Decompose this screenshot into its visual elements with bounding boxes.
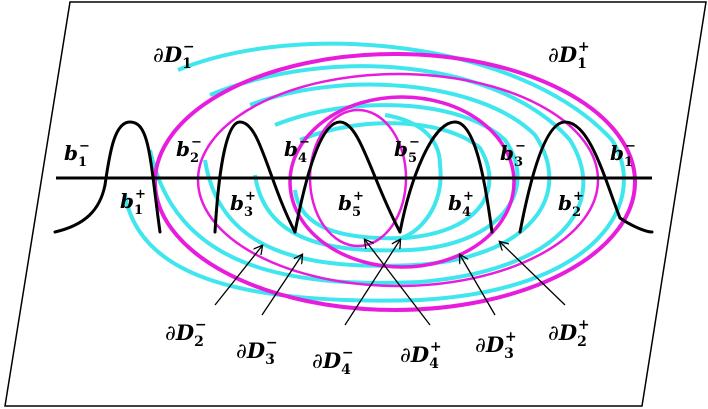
bump-left-end	[53, 183, 107, 234]
arrow-D2-minus	[214, 246, 262, 306]
label-D4-minus: ∂D4−	[312, 345, 354, 378]
boundary-labels: ∂D1− ∂D1+ ∂D2− ∂D3− ∂D4− ∂D4+ ∂D3+ ∂D2+	[153, 39, 590, 378]
cyan-inner-arc	[384, 113, 443, 242]
plane-parallelogram	[4, 1, 707, 407]
bump-1	[103, 120, 162, 234]
arrow-D4-minus	[344, 240, 400, 326]
cyan-arc-3	[203, 82, 552, 268]
cyan-arc-2	[148, 64, 586, 285]
arrow-D3-minus	[261, 255, 302, 316]
label-b1-minus-right: b1−	[610, 139, 636, 170]
annotation-arrows	[214, 240, 566, 326]
arrow-D3-plus	[460, 255, 496, 316]
bump-2	[213, 120, 297, 234]
label-b5-minus: b5−	[394, 135, 420, 166]
label-b2-minus: b2−	[176, 135, 202, 166]
bump-3	[293, 120, 402, 234]
label-D3-plus: ∂D3+	[475, 329, 517, 362]
label-b3-plus: b3+	[230, 189, 256, 220]
label-b3-minus: b3−	[500, 139, 526, 170]
cyan-outer-arc	[123, 41, 626, 303]
label-b5-plus: b5+	[338, 189, 364, 220]
label-b2-plus: b2+	[558, 189, 584, 220]
label-b4-minus: b4−	[284, 135, 310, 166]
bump-4	[398, 120, 494, 234]
label-D2-minus: ∂D2−	[165, 317, 207, 350]
magenta-loop-3	[288, 95, 516, 269]
black-bumps	[53, 120, 654, 234]
cyan-arcs	[123, 41, 626, 303]
label-b1-plus: b1+	[120, 187, 146, 218]
band-labels: b1− b2− b4− b5− b3− b1− b1+ b3+ b5+ b4+	[64, 135, 636, 220]
magenta-loop-2	[196, 72, 600, 288]
label-D2-plus: ∂D2+	[548, 317, 590, 350]
label-b1-minus-left: b1−	[64, 139, 90, 170]
label-D4-plus: ∂D4+	[400, 339, 442, 372]
label-b4-plus: b4+	[448, 189, 474, 220]
label-D1-minus: ∂D1−	[153, 39, 195, 72]
arrow-D4-plus	[365, 240, 431, 326]
label-D3-minus: ∂D3−	[236, 335, 278, 368]
bump-5	[518, 120, 622, 234]
bump-right-end	[618, 216, 654, 234]
arrow-D2-plus	[500, 242, 566, 306]
cyan-arc-5	[293, 121, 492, 241]
label-D1-plus: ∂D1+	[548, 39, 590, 72]
